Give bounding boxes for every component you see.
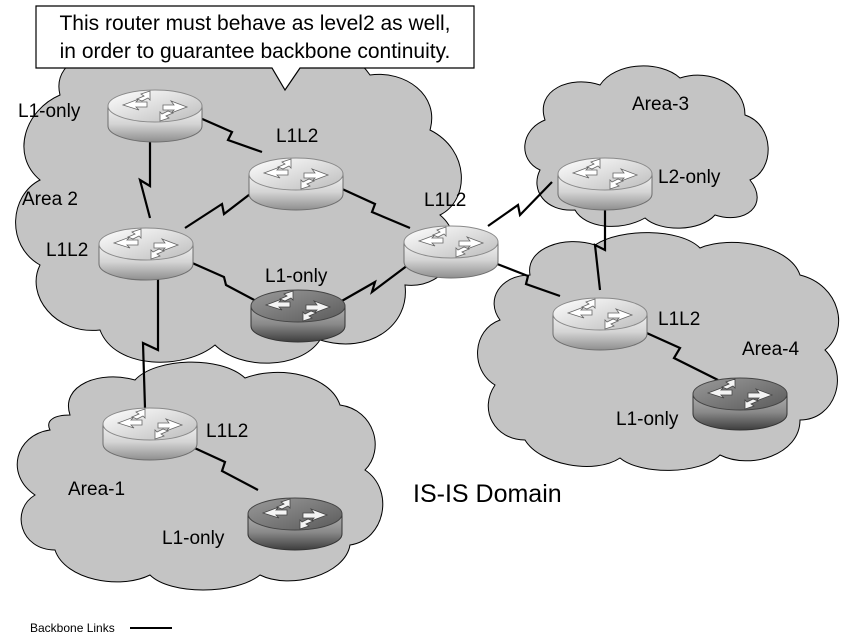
callout-line2: in order to guarantee backbone continuit…	[60, 40, 451, 63]
label-router-area3: L2-only	[658, 167, 721, 188]
link-a2left-a1top	[141, 268, 160, 409]
area4-label: Area-4	[742, 339, 799, 360]
router-area2-mid-top	[248, 157, 344, 211]
router-area1-bottom	[247, 497, 343, 551]
callout-line1: This router must behave as level2 as wel…	[59, 12, 450, 35]
link-a4top-a4bottom	[639, 328, 719, 381]
router-area1-top	[102, 407, 198, 461]
link-a2top-a2left	[138, 142, 152, 219]
legend: Backbone Links	[30, 621, 172, 635]
label-router-area4-bottom: L1-only	[616, 409, 679, 430]
link-a2bottom-core	[339, 261, 413, 303]
area1-cloud	[16, 361, 384, 591]
label-router-area2-mid-top: L1L2	[276, 126, 318, 147]
label-router-area2-bottom: L1-only	[265, 266, 328, 287]
domain-label: IS-IS Domain	[413, 480, 562, 508]
router-area2-bottom	[250, 289, 346, 343]
router-core	[403, 225, 499, 279]
label-router-area2-left: L1L2	[46, 240, 88, 261]
area2-cloud	[15, 35, 462, 364]
link-core-a3	[487, 181, 553, 227]
legend-backbone-label: Backbone Links	[30, 621, 115, 635]
link-a2top-a2midtop	[199, 116, 263, 154]
router-area2-top	[107, 89, 203, 143]
callout-box: This router must behave as level2 as wel…	[35, 5, 475, 92]
link-a1top-a1bottom	[187, 444, 259, 491]
router-area3	[557, 157, 653, 211]
router-area2-left	[98, 227, 194, 281]
label-router-area1-bottom: L1-only	[162, 528, 225, 549]
router-area4-top	[552, 297, 648, 351]
area1-label: Area-1	[68, 479, 125, 500]
label-router-area4-top: L1L2	[658, 309, 700, 330]
link-a3-a4top	[593, 205, 607, 291]
area3-label: Area-3	[632, 94, 689, 115]
label-router-core: L1L2	[424, 190, 466, 211]
link-core-a4top	[491, 260, 561, 298]
area3-cloud	[524, 65, 769, 229]
router-area4-bottom	[692, 377, 788, 431]
label-router-area2-top: L1-only	[18, 101, 81, 122]
label-router-area1-top: L1L2	[206, 421, 248, 442]
link-a2midtop-core	[339, 186, 411, 230]
area2-label: Area 2	[22, 189, 78, 210]
link-a2left-a2bottom	[189, 260, 259, 303]
link-a2left-a2midtop	[184, 187, 259, 229]
